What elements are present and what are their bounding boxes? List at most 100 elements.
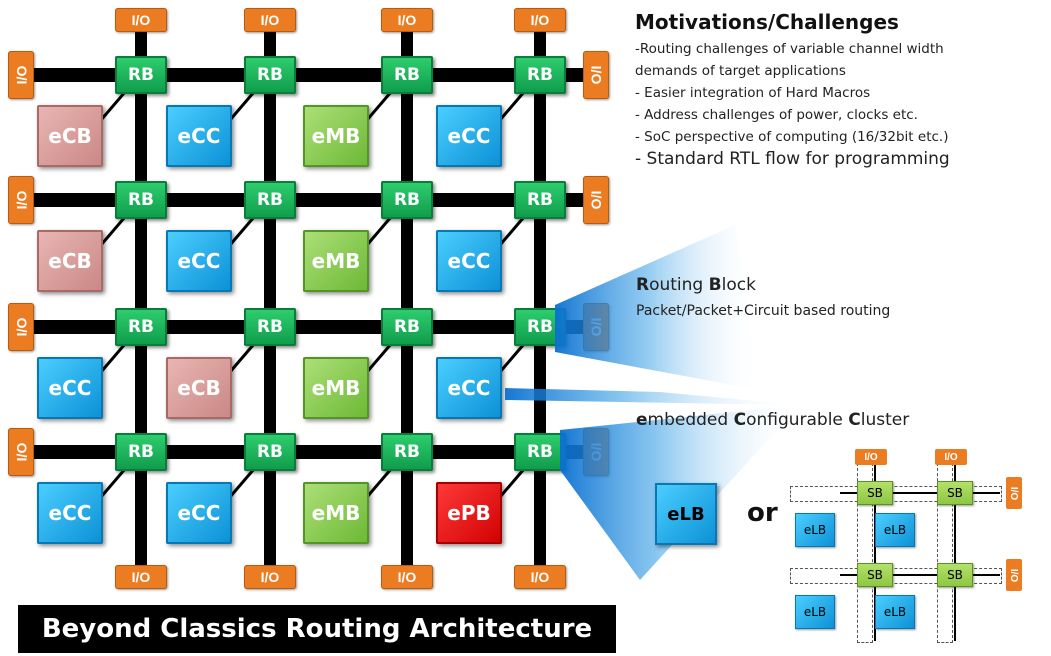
io-port-left: I/O — [8, 51, 34, 99]
io-port-left-label: I/O — [12, 442, 29, 462]
block-ecc: eCC — [166, 230, 232, 292]
io-port-bottom-label: I/O — [260, 569, 280, 585]
routing-block: RB — [244, 181, 296, 219]
mini-io-top: I/O — [935, 449, 967, 465]
io-port-left-label: I/O — [12, 317, 29, 337]
io-port-top: I/O — [115, 8, 167, 32]
motivation-item: demands of target applications — [635, 63, 846, 79]
mini-wire — [954, 463, 956, 641]
block-emb: eMB — [303, 230, 369, 292]
motivations-title: Motivations/Challenges — [635, 10, 899, 34]
block-epb: ePB — [436, 482, 502, 544]
io-port-right: I/O — [583, 303, 609, 351]
routing-block: RB — [115, 181, 167, 219]
architecture-banner: Beyond Classics Routing Architecture — [18, 605, 616, 653]
io-port-bottom: I/O — [115, 565, 167, 589]
cluster-title: embedded Configurable Cluster — [636, 410, 909, 430]
io-port-right-label: I/O — [587, 442, 604, 462]
mini-elb-block: eLB — [795, 595, 835, 629]
block-ecc: eCC — [436, 357, 502, 419]
routing-block: RB — [381, 181, 433, 219]
block-ecb: eCB — [37, 230, 103, 292]
block-ecc: eCC — [436, 230, 502, 292]
motivations-panel: Motivations/Challenges -Routing challeng… — [635, 10, 1045, 170]
block-ecc: eCC — [37, 482, 103, 544]
routing-block: RB — [381, 433, 433, 471]
title-initial: C — [733, 410, 747, 430]
mini-wire — [874, 463, 876, 641]
title-rest: luster — [860, 410, 910, 430]
routing-block-description: Packet/Packet+Circuit based routing — [636, 303, 891, 319]
block-emb: eMB — [303, 105, 369, 167]
io-port-top-label: I/O — [260, 12, 280, 28]
title-rest: mbedded — [647, 410, 734, 430]
title-initial: e — [636, 410, 648, 430]
title-initial: B — [708, 275, 722, 295]
io-port-right: I/O — [583, 176, 609, 224]
title-initial: C — [848, 410, 861, 430]
mini-io-right: I/O — [1006, 477, 1022, 509]
routing-block-title: Routing Block — [636, 275, 756, 295]
routing-channel — [790, 568, 1002, 584]
io-port-right: I/O — [583, 428, 609, 476]
io-port-bottom-label: I/O — [397, 569, 417, 585]
horizontal-wire — [30, 193, 585, 207]
title-initial: R — [636, 275, 650, 295]
routing-block: RB — [514, 308, 566, 346]
block-emb: eMB — [303, 482, 369, 544]
motivation-item: - SoC perspective of computing (16/32bit… — [635, 129, 949, 145]
horizontal-wire — [30, 445, 585, 459]
io-port-top-label: I/O — [131, 12, 151, 28]
io-port-right-label: I/O — [587, 65, 604, 85]
routing-block: RB — [115, 56, 167, 94]
block-emb: eMB — [303, 357, 369, 419]
title-rest: outing — [649, 275, 709, 295]
routing-channel — [790, 486, 1002, 502]
mini-elb-block: eLB — [875, 595, 915, 629]
routing-block: RB — [244, 56, 296, 94]
io-port-bottom: I/O — [381, 565, 433, 589]
block-ecc: eCC — [436, 105, 502, 167]
elb-block: eLB — [655, 483, 717, 545]
switch-block: SB — [857, 563, 893, 587]
or-label: or — [747, 498, 778, 528]
io-port-left: I/O — [8, 303, 34, 351]
mini-wire — [840, 574, 1000, 576]
routing-block: RB — [514, 433, 566, 471]
motivation-item: - Easier integration of Hard Macros — [635, 85, 871, 101]
block-ecc: eCC — [166, 482, 232, 544]
io-port-left-label: I/O — [12, 65, 29, 85]
routing-block: RB — [514, 181, 566, 219]
mini-io-right-label: I/O — [1008, 568, 1020, 582]
switch-block: SB — [937, 563, 973, 587]
io-port-bottom-label: I/O — [530, 569, 550, 585]
io-port-bottom: I/O — [244, 565, 296, 589]
motivation-item: - Standard RTL flow for programming — [635, 149, 950, 169]
horizontal-wire — [30, 320, 585, 334]
io-port-right-label: I/O — [587, 190, 604, 210]
mini-cluster-diagram: I/O I/O I/O I/O SB SB SB SB eLB eLB eLB eLB — [780, 445, 1030, 645]
routing-block: RB — [115, 433, 167, 471]
title-rest: lock — [721, 275, 756, 295]
mini-io-top: I/O — [855, 449, 887, 465]
block-ecb: eCB — [166, 357, 232, 419]
io-port-bottom-label: I/O — [131, 569, 151, 585]
block-ecb: eCB — [37, 105, 103, 167]
switch-block: SB — [937, 481, 973, 505]
block-ecc: eCC — [166, 105, 232, 167]
routing-block: RB — [115, 308, 167, 346]
routing-block: RB — [381, 308, 433, 346]
mini-io-right: I/O — [1006, 559, 1022, 591]
motivation-item: - Address challenges of power, clocks et… — [635, 107, 918, 123]
mini-elb-block: eLB — [875, 513, 915, 547]
switch-block: SB — [857, 481, 893, 505]
routing-block: RB — [514, 56, 566, 94]
routing-block: RB — [381, 56, 433, 94]
block-ecc: eCC — [37, 357, 103, 419]
mini-elb-block: eLB — [795, 513, 835, 547]
routing-fabric: I/O I/O I/O I/O I/O I/O I/O I/O I/O I/O I/O I/O I/O I… — [8, 8, 609, 589]
io-port-left-label: I/O — [12, 190, 29, 210]
io-port-top-label: I/O — [397, 12, 417, 28]
routing-block: RB — [244, 308, 296, 346]
routing-block: RB — [244, 433, 296, 471]
